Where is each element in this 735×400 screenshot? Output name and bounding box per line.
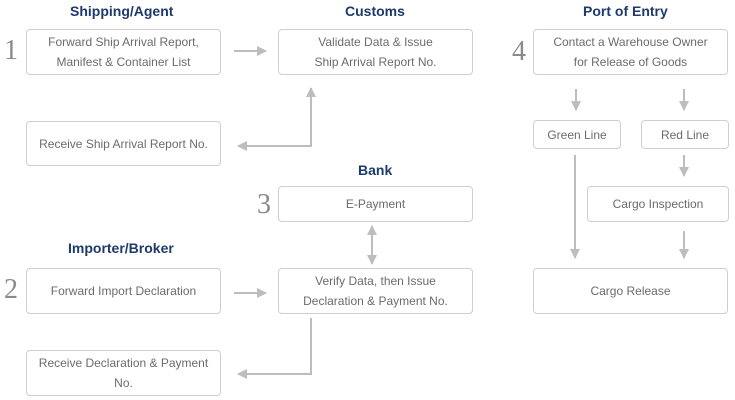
box-text-line: Cargo Release [590, 284, 671, 298]
box-text-line: Red Line [660, 127, 710, 142]
heading-port-of-entry: Port of Entry [583, 3, 668, 19]
arrow-validate-to-receive [237, 87, 316, 151]
red-line-box: Red Line [641, 120, 729, 149]
heading-shipping-agent: Shipping/Agent [70, 3, 174, 19]
receive-declaration-payment-box: Receive Declaration & Payment No. [26, 350, 221, 396]
cargo-inspection-box: Cargo Inspection [587, 186, 729, 222]
e-payment-box: E-Payment [278, 186, 473, 222]
contact-warehouse-owner-box: Contact a Warehouse Owner for Release of … [533, 29, 728, 75]
forward-ship-arrival-report-box: Forward Ship Arrival Report, Manifest & C… [26, 29, 221, 75]
box-text-line: Receive Ship Arrival Report No. [39, 136, 208, 151]
receive-ship-arrival-report-box: Receive Ship Arrival Report No. [26, 121, 221, 166]
green-line-box: Green Line [533, 120, 621, 149]
box-text-line: Receive Declaration & Payment No. [38, 356, 209, 390]
cargo-release-box: Cargo Release [533, 268, 728, 314]
heading-importer-broker: Importer/Broker [68, 240, 174, 256]
box-text-line: Verify Data, then Issue [315, 274, 436, 288]
box-text-line: Manifest & Container List [56, 55, 191, 69]
box-text-line: Green Line [547, 127, 607, 142]
forward-import-declaration-box: Forward Import Declaration [26, 268, 221, 314]
box-text-line: Validate Data & Issue [318, 35, 433, 49]
box-text-line: Cargo Inspection [612, 197, 704, 211]
step-number-4: 4 [512, 36, 526, 67]
heading-bank: Bank [358, 162, 393, 178]
arrow-verify-to-receive [237, 318, 312, 379]
box-text-line: Declaration & Payment No. [303, 294, 448, 308]
box-text-line: Contact a Warehouse Owner [553, 35, 708, 49]
step-number-1: 1 [4, 35, 18, 66]
box-text-line: E-Payment [345, 197, 406, 211]
box-text-line: Ship Arrival Report No. [314, 55, 437, 69]
heading-customs: Customs [345, 3, 405, 19]
box-text-line: for Release of Goods [573, 55, 688, 69]
step-number-3: 3 [257, 189, 271, 220]
box-text-line: Forward Import Declaration [50, 284, 197, 298]
step-number-2: 2 [4, 274, 18, 305]
box-text-line: Forward Ship Arrival Report, [48, 35, 199, 49]
